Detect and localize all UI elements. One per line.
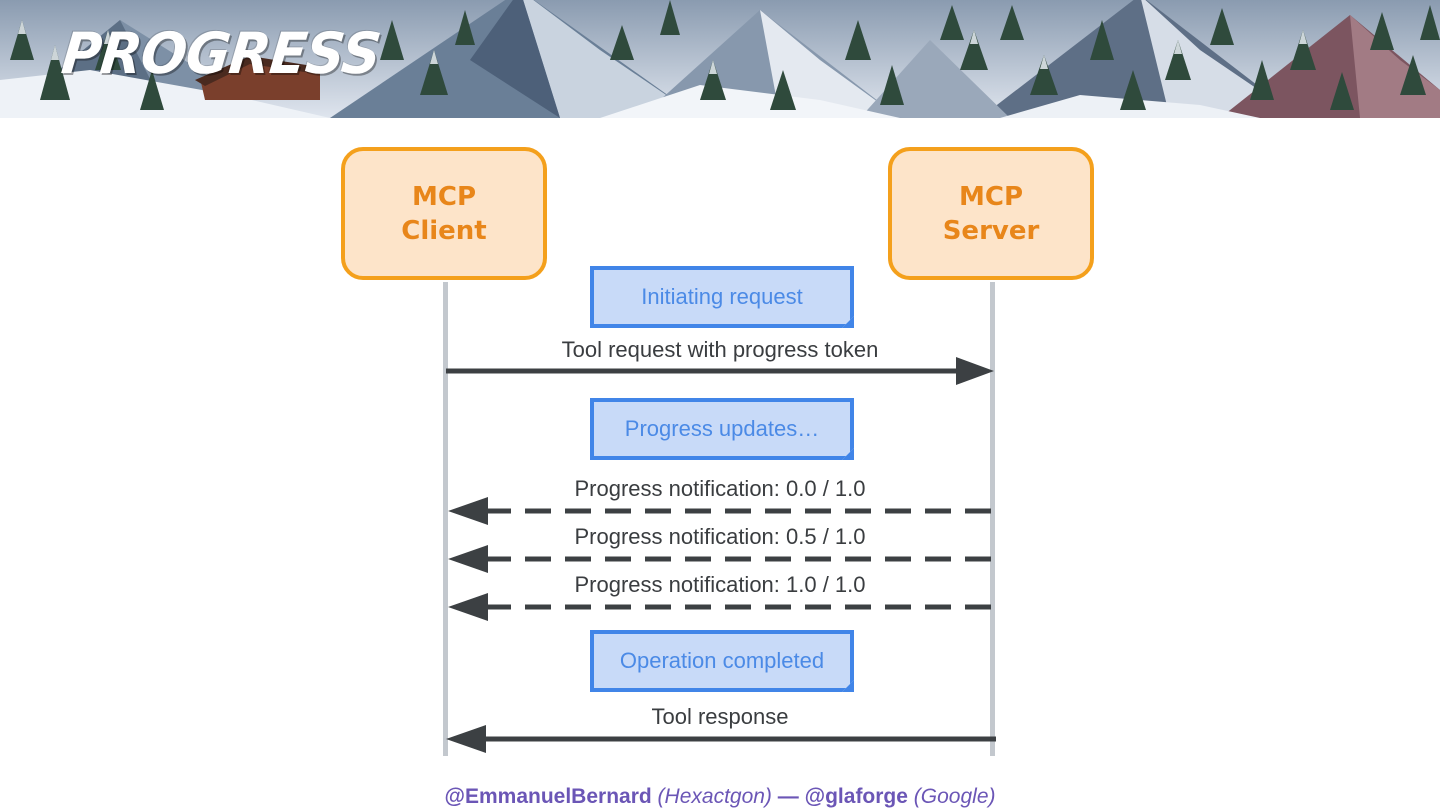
mcp-client-box: MCP Client	[341, 147, 547, 280]
note-updates-label: Progress updates…	[624, 416, 820, 441]
client-lifeline	[443, 282, 448, 756]
footer-handle-2: @glaforge	[804, 785, 908, 808]
message-label-progress-2: Progress notification: 1.0 / 1.0	[574, 572, 866, 597]
message-label-response: Tool response	[651, 704, 789, 729]
snowy-mountain-forest-illustration	[0, 0, 1440, 118]
note-initiating-request: Initiating request	[590, 266, 854, 328]
message-label-progress-0: Progress notification: 0.0 / 1.0	[574, 476, 866, 501]
footer-org-1: (Hexactgon)	[657, 785, 772, 808]
mcp-server-box: MCP Server	[888, 147, 1094, 280]
client-label-line2: Client	[401, 215, 487, 246]
note-progress-updates: Progress updates…	[590, 398, 854, 460]
server-lifeline	[990, 282, 995, 756]
message-label-request: Tool request with progress token	[561, 337, 879, 362]
footer-handle-1: @EmmanuelBernard	[444, 785, 652, 808]
header-banner-image: PROGRESS	[0, 0, 1440, 118]
note-operation-completed: Operation completed	[590, 630, 854, 692]
slide-title: PROGRESS	[58, 20, 384, 87]
footer-credits: @EmmanuelBernard (Hexactgon) — @glaforge…	[0, 782, 1440, 810]
footer-org-2: (Google)	[913, 785, 996, 808]
message-label-progress-1: Progress notification: 0.5 / 1.0	[574, 524, 866, 549]
server-label-line2: Server	[942, 215, 1040, 246]
note-completed-label: Operation completed	[619, 648, 825, 673]
server-label-line1: MCP	[958, 181, 1023, 212]
footer-separator: —	[777, 785, 799, 808]
client-label-line1: MCP	[411, 181, 476, 212]
note-initiating-label: Initiating request	[641, 284, 803, 309]
